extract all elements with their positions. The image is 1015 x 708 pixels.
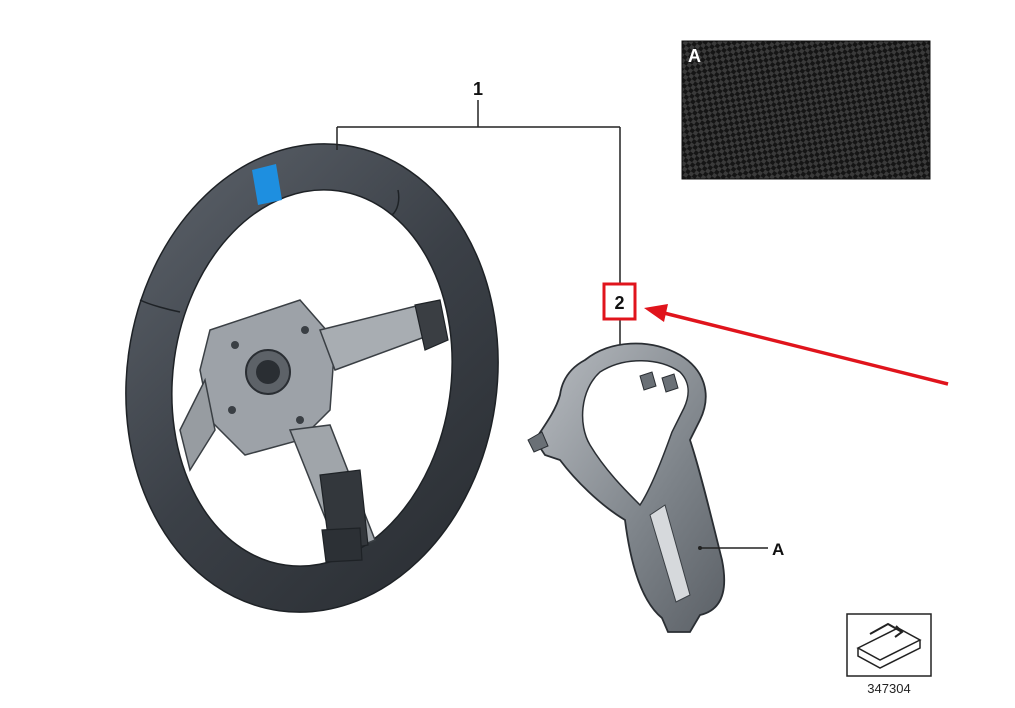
trim-cover-illustration xyxy=(527,342,726,633)
catalog-icon-box: 347304 xyxy=(846,613,932,696)
carbon-fiber-swatch xyxy=(681,40,931,180)
connector-right xyxy=(414,299,449,351)
stacked-panel-icon xyxy=(856,622,922,669)
catalog-number: 347304 xyxy=(867,681,910,696)
bolt-hole xyxy=(228,406,236,414)
hub-bore-inner xyxy=(256,360,280,384)
bolt-hole xyxy=(301,326,309,334)
callout-label-1: 1 xyxy=(473,79,483,99)
callout-label-2: 2 xyxy=(614,293,624,313)
rim-center-stripe xyxy=(252,164,282,205)
rim-seam-left xyxy=(139,299,181,313)
red-pointer-arrow xyxy=(644,304,949,386)
connector-bottom xyxy=(321,527,363,563)
steering-wheel-rim xyxy=(125,143,499,613)
trim-clip-top xyxy=(639,371,657,391)
trim-clip-left xyxy=(527,431,549,453)
callout-bracket xyxy=(336,100,621,345)
callout-2-highlight-box xyxy=(602,282,637,321)
steering-wheel-illustration xyxy=(125,143,499,613)
rim-seam-right xyxy=(391,189,400,216)
wheel-armature xyxy=(179,299,449,563)
inset-label: A xyxy=(688,46,701,66)
callout-label-a: A xyxy=(772,540,784,559)
bolt-hole xyxy=(296,416,304,424)
trim-clip-right xyxy=(661,373,679,393)
trim-cover-center-strip xyxy=(649,504,691,603)
bolt-hole xyxy=(231,341,239,349)
callout-a-leader-dot xyxy=(698,546,702,550)
rim-outline-outer xyxy=(125,143,499,613)
trim-cover-inner-cutout xyxy=(581,360,689,507)
armature-right-spoke xyxy=(319,304,431,371)
armature-left-spoke xyxy=(179,377,216,472)
material-inset: A xyxy=(681,40,931,180)
rim-outline-inner xyxy=(171,189,453,567)
